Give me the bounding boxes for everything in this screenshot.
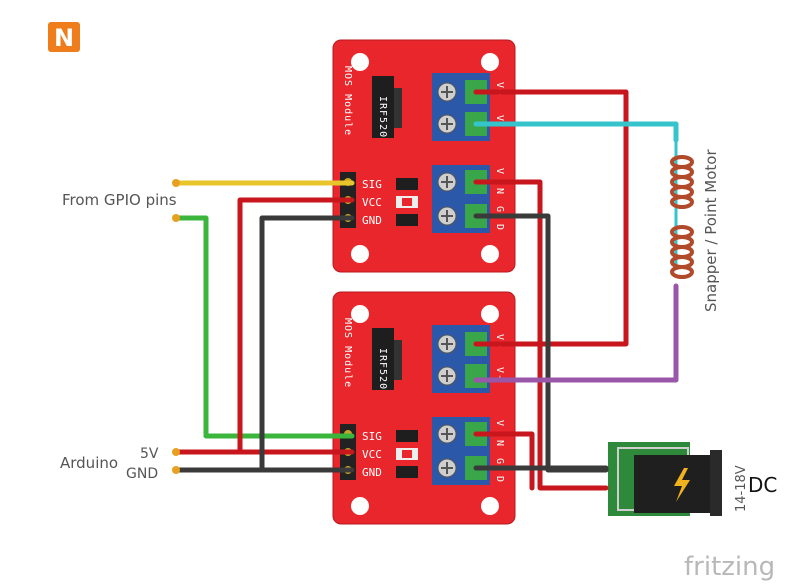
- svg-text:N: N: [494, 188, 505, 195]
- svg-text:SIG: SIG: [362, 430, 382, 443]
- gpio-label: From GPIO pins: [62, 191, 177, 209]
- mos-module-bottom: MOS Module IRF520 V+ V- V N G D SIG VCC …: [332, 291, 516, 525]
- svg-text:VCC: VCC: [362, 448, 382, 461]
- mosfet-chip-icon: [372, 328, 394, 390]
- svg-text:GND: GND: [362, 214, 382, 227]
- fritzing-watermark: fritzing: [684, 552, 775, 582]
- power-bolt-icon: [674, 468, 690, 502]
- svg-text:N: N: [54, 24, 74, 52]
- svg-text:V+: V+: [494, 334, 505, 348]
- wire-end-caps: [172, 179, 180, 474]
- svg-text:IRF520: IRF520: [377, 96, 388, 138]
- svg-text:G: G: [494, 458, 505, 465]
- svg-text:V: V: [494, 168, 505, 175]
- svg-text:VCC: VCC: [362, 196, 382, 209]
- svg-text:V: V: [494, 420, 505, 427]
- svg-text:G: G: [494, 206, 505, 213]
- svg-text:V+: V+: [494, 82, 505, 96]
- svg-text:D: D: [494, 476, 505, 483]
- dc-label: DC: [748, 473, 777, 497]
- gnd-label: GND: [126, 466, 158, 482]
- arduino-label: Arduino: [60, 454, 118, 472]
- svg-text:V-: V-: [494, 367, 505, 381]
- svg-text:SIG: SIG: [362, 178, 382, 191]
- fritzing-n-logo-icon: N: [48, 22, 80, 52]
- svg-text:IRF520: IRF520: [377, 348, 388, 390]
- wires: [173, 89, 679, 491]
- motor-label: Snapper / Point Motor: [702, 149, 720, 312]
- five-v-label: 5V: [140, 446, 159, 462]
- svg-text:N: N: [494, 440, 505, 447]
- svg-text:GND: GND: [362, 466, 382, 479]
- mosfet-chip-icon: [372, 76, 394, 138]
- module-title: MOS Module: [342, 66, 353, 136]
- svg-text:D: D: [494, 224, 505, 231]
- snapper-point-motor: [670, 140, 694, 279]
- dc-voltage-label: 14-18V: [734, 465, 749, 512]
- svg-text:MOS Module: MOS Module: [342, 318, 353, 388]
- dc-barrel-jack: [608, 442, 722, 516]
- mos-module-top: MOS Module IRF520 V+ V- V N G D SIG VCC …: [332, 39, 516, 273]
